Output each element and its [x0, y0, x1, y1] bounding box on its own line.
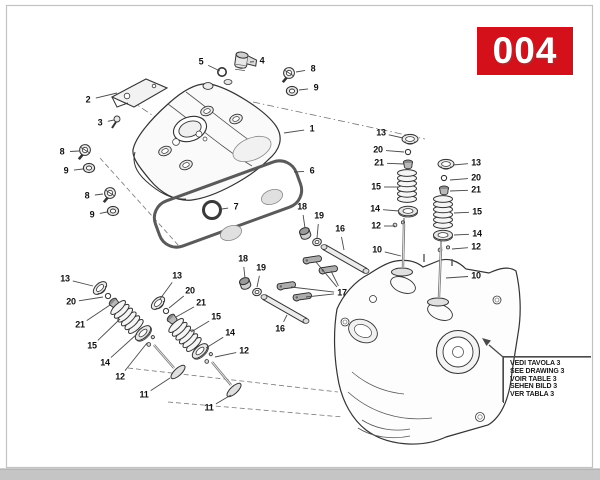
leader-15: [453, 211, 470, 214]
gasket-drawing: [152, 159, 304, 249]
leader-18: [243, 266, 246, 279]
leader-21: [449, 189, 469, 192]
leader-13: [159, 282, 173, 300]
drawing-number-badge: 004: [477, 27, 573, 75]
valve-stack-c: [90, 278, 186, 380]
leader-11: [150, 377, 171, 391]
leader-20: [385, 150, 405, 153]
note-arrowhead: [482, 338, 491, 346]
valve-stack-d: [148, 293, 242, 398]
o-ring-5: [217, 67, 228, 78]
leader-7: [221, 207, 229, 210]
leader-8: [69, 150, 80, 152]
leader-20: [78, 296, 104, 302]
leader-12: [124, 342, 148, 371]
leader-10: [445, 276, 469, 279]
leader-9: [99, 211, 108, 214]
bracket-drawing: [110, 78, 169, 129]
cylinder-head-drawing: [333, 254, 521, 445]
leader-8: [295, 69, 306, 73]
rocker-assembly-drawing: [238, 225, 370, 324]
leader-21: [86, 304, 111, 321]
leader-8: [94, 193, 104, 196]
leader-21: [386, 162, 405, 165]
leader-10: [384, 251, 402, 257]
leader-12: [451, 247, 469, 250]
callout-leader-lines: [69, 61, 470, 405]
leader-2: [95, 92, 118, 99]
valve-cover-drawing: [132, 79, 281, 201]
page-frame: [0, 4, 600, 480]
leader-13: [388, 134, 404, 139]
note-line-en: SEE DRAWING 3: [510, 367, 565, 375]
leader-17: [290, 286, 335, 293]
leader-13: [72, 280, 94, 287]
leader-9: [73, 168, 84, 171]
leader-14: [453, 233, 470, 236]
o-ring-7: [202, 200, 222, 220]
leader-9: [298, 88, 309, 91]
note-line-fr: VOIR TABLE 3: [510, 375, 557, 383]
breather-elbow-drawing: [217, 51, 258, 78]
leader-20: [168, 295, 185, 309]
cross-reference-note: VEDI TAVOLA 3 SEE DRAWING 3 VOIR TABLE 3…: [503, 356, 591, 403]
valve-stack-a: [391, 133, 419, 277]
leader-12: [214, 352, 237, 358]
leader-13: [452, 163, 469, 166]
leader-17: [330, 270, 339, 287]
leader-15: [97, 318, 121, 341]
leader-14: [205, 336, 224, 349]
drawing-number: 004: [492, 30, 558, 71]
leader-19: [256, 275, 260, 288]
leader-5: [208, 64, 221, 72]
leader-15: [190, 320, 210, 333]
leader-21: [175, 306, 195, 318]
leader-11: [215, 394, 232, 405]
leader-16: [341, 236, 345, 251]
leader-17: [315, 261, 338, 288]
leader-16: [283, 314, 288, 323]
leader-14: [382, 209, 400, 212]
leader-1: [283, 129, 305, 134]
leader-19: [316, 223, 319, 239]
leader-3: [107, 119, 115, 122]
valve-stack-b: [427, 158, 455, 307]
leader-20: [449, 178, 469, 181]
note-line-it: VEDI TAVOLA 3: [510, 360, 561, 367]
note-line-de: SEHEN BILD 3: [510, 383, 558, 391]
leader-18: [302, 214, 306, 229]
leader-17: [305, 293, 335, 298]
note-line-es: VER TABLA 3: [510, 391, 555, 399]
leader-14: [110, 333, 138, 358]
leader-6: [293, 170, 305, 173]
